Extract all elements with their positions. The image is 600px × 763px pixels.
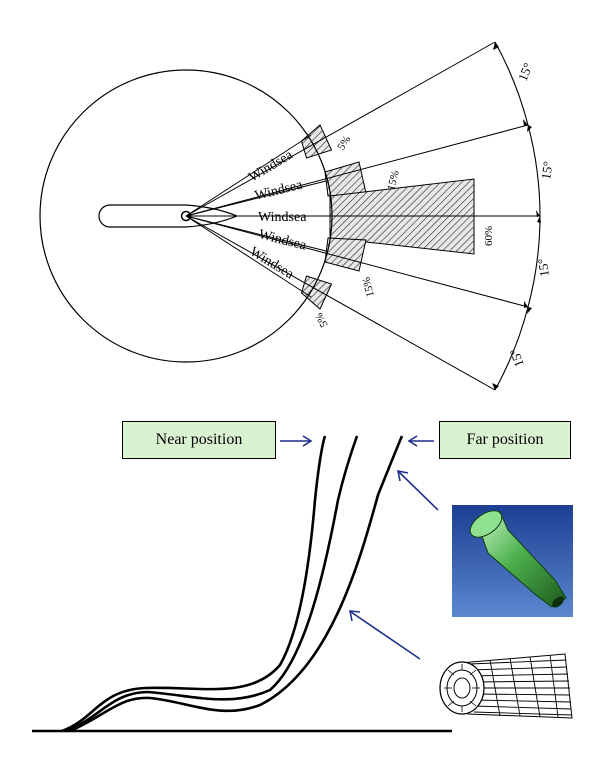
sector-label-5: Windsea [247,245,297,283]
bend-stiffener-image [452,505,573,617]
cable-icon [439,653,573,719]
riser-mean-position [65,435,359,733]
angle-label-1: 15° [515,61,536,83]
percent-label-1: 5% [335,134,353,153]
angle-label-4: 15° [506,347,526,369]
percent-label-3: 60% [483,226,495,246]
sector-label-3: Windsea [258,210,307,225]
angle-label-2: 15° [538,160,555,180]
cable-arrow [350,611,421,660]
arc-arrowheads [492,42,541,390]
percent-label-5: 5% [313,311,330,330]
percent-label-4: 15% [360,276,377,298]
angle-label-3: 15° [535,258,552,278]
sector-label-2: Windsea [253,177,304,203]
riser-far-position [69,435,404,733]
bend-stiffener-arrow [398,471,439,511]
percent-label-2: 15% [385,169,402,191]
sector-bar-upper-15 [324,161,367,197]
sector-bar-upper-5 [300,124,333,159]
riser-near-position [61,435,327,733]
far-position-label: Far position [439,421,571,459]
near-position-label: Near position [122,421,276,459]
sector-bar-lower-5 [300,275,333,310]
wave-rose: 15° 15° 15° 15° Windsea Windsea Windsea … [39,41,556,391]
rose-radial-lines [185,41,540,391]
sector-bar-lower-15 [324,237,367,272]
riser-diagram [32,435,573,733]
